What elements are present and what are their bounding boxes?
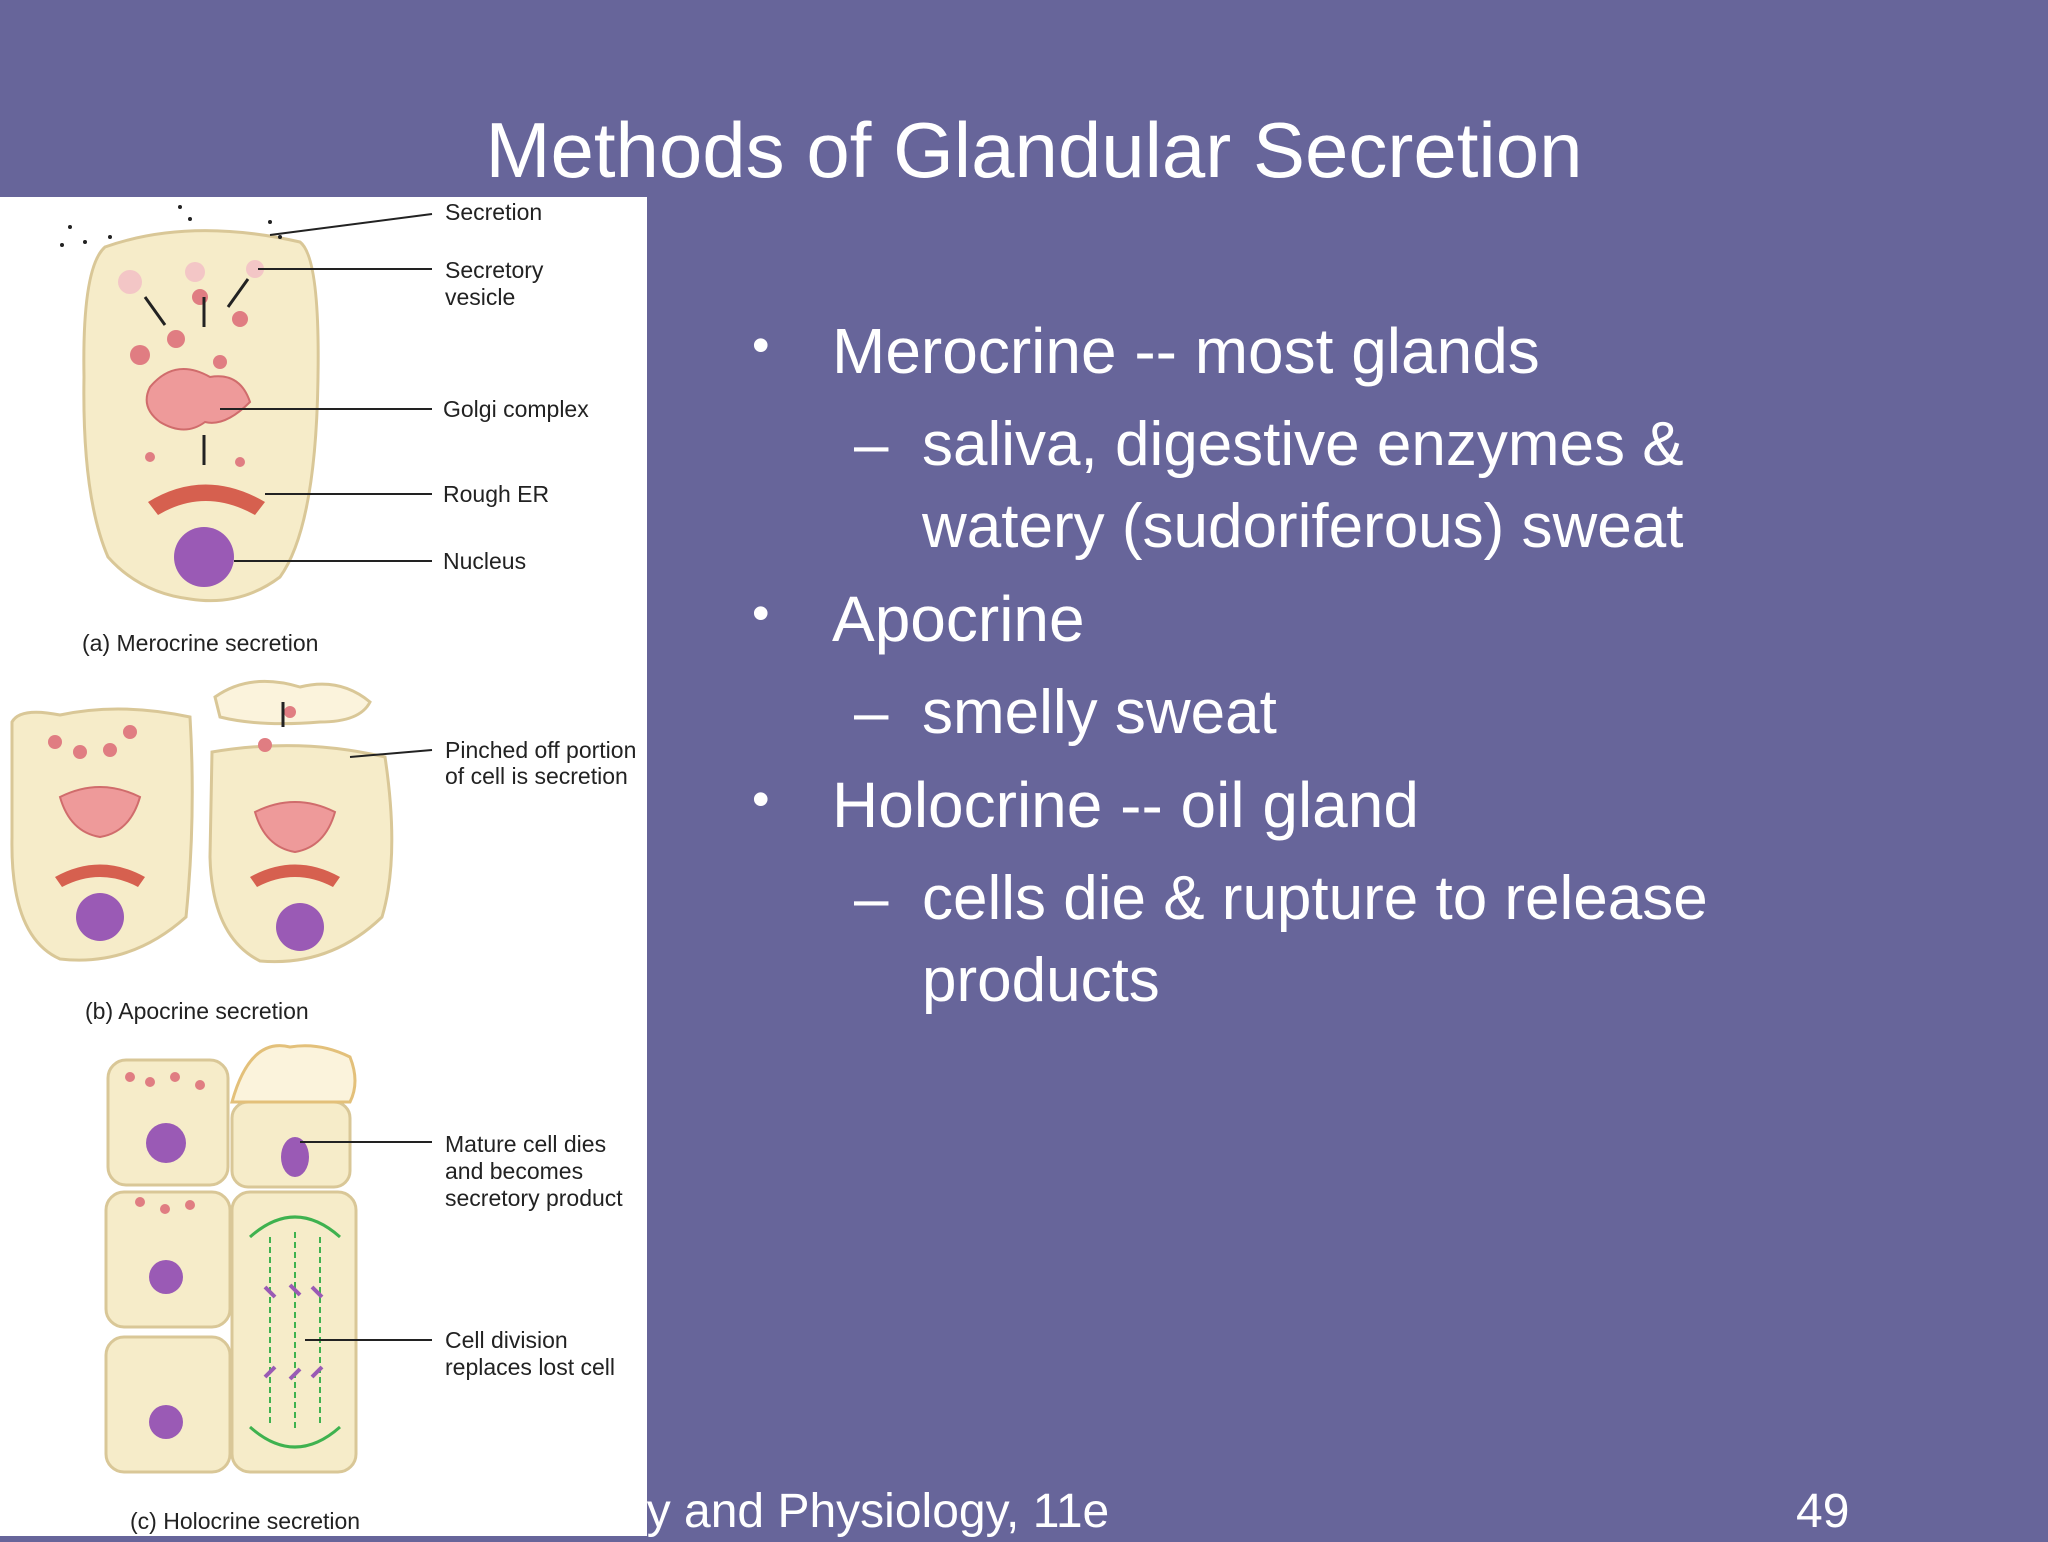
dash-marker: – xyxy=(854,678,889,747)
bullet-apocrine: • Apocrine xyxy=(748,578,1948,660)
label-secretory-vesicle-2: vesicle xyxy=(445,284,515,310)
bullet-list: • Merocrine -- most glands – saliva, dig… xyxy=(748,300,1948,1022)
dash-marker: – xyxy=(854,410,889,479)
label-secretion: Secretion xyxy=(445,199,542,225)
merocrine-cell xyxy=(60,205,433,603)
page-number: 49 xyxy=(1796,1485,1850,1538)
bullet-merocrine: • Merocrine -- most glands xyxy=(748,310,1948,392)
caption-merocrine: (a) Merocrine secretion xyxy=(82,630,318,656)
footer-text: ny and Physiology, 11e xyxy=(620,1485,1110,1538)
label-division-2: replaces lost cell xyxy=(445,1354,615,1380)
bullet-text: Merocrine -- most glands xyxy=(832,315,1540,387)
bullet-marker: • xyxy=(752,771,770,827)
caption-apocrine: (b) Apocrine secretion xyxy=(85,998,309,1024)
label-mature-1: Mature cell dies xyxy=(445,1131,606,1157)
slide-title: Methods of Glandular Secretion xyxy=(485,106,1583,194)
bullet-text: Apocrine xyxy=(832,583,1085,655)
apocrine-cells xyxy=(10,679,433,964)
sub-bullet-line: cells die & rupture to release xyxy=(922,864,1708,933)
sub-bullet-line: products xyxy=(922,946,1160,1015)
holocrine-cells xyxy=(104,1044,432,1474)
bullet-holocrine: • Holocrine -- oil gland xyxy=(748,764,1948,846)
secretion-illustration: Secretion Secretory vesicle Golgi comple… xyxy=(10,199,636,1534)
label-pinched-1: Pinched off portion xyxy=(445,737,636,763)
label-rough-er: Rough ER xyxy=(443,481,549,507)
label-pinched-2: of cell is secretion xyxy=(445,763,628,789)
label-mature-3: secretory product xyxy=(445,1185,623,1211)
label-golgi: Golgi complex xyxy=(443,396,589,422)
sub-bullet-holocrine: – cells die & rupture to release product… xyxy=(748,858,1948,1022)
bullet-marker: • xyxy=(752,317,770,373)
bullet-marker: • xyxy=(752,585,770,641)
label-mature-2: and becomes xyxy=(445,1158,583,1184)
label-division-1: Cell division xyxy=(445,1327,568,1353)
sub-bullet-line: smelly sweat xyxy=(922,678,1277,747)
dash-marker: – xyxy=(854,864,889,933)
sub-bullet-line: saliva, digestive enzymes & xyxy=(922,410,1684,479)
secretion-figure: Secretion Secretory vesicle Golgi comple… xyxy=(0,197,647,1536)
caption-holocrine: (c) Holocrine secretion xyxy=(130,1508,360,1534)
bullet-text: Holocrine -- oil gland xyxy=(832,769,1419,841)
sub-bullet-apocrine: – smelly sweat xyxy=(748,672,1948,754)
label-nucleus: Nucleus xyxy=(443,548,526,574)
sub-bullet-merocrine: – saliva, digestive enzymes & watery (su… xyxy=(748,404,1948,568)
sub-bullet-line: watery (sudoriferous) sweat xyxy=(922,492,1684,561)
label-secretory-vesicle-1: Secretory xyxy=(445,257,544,283)
